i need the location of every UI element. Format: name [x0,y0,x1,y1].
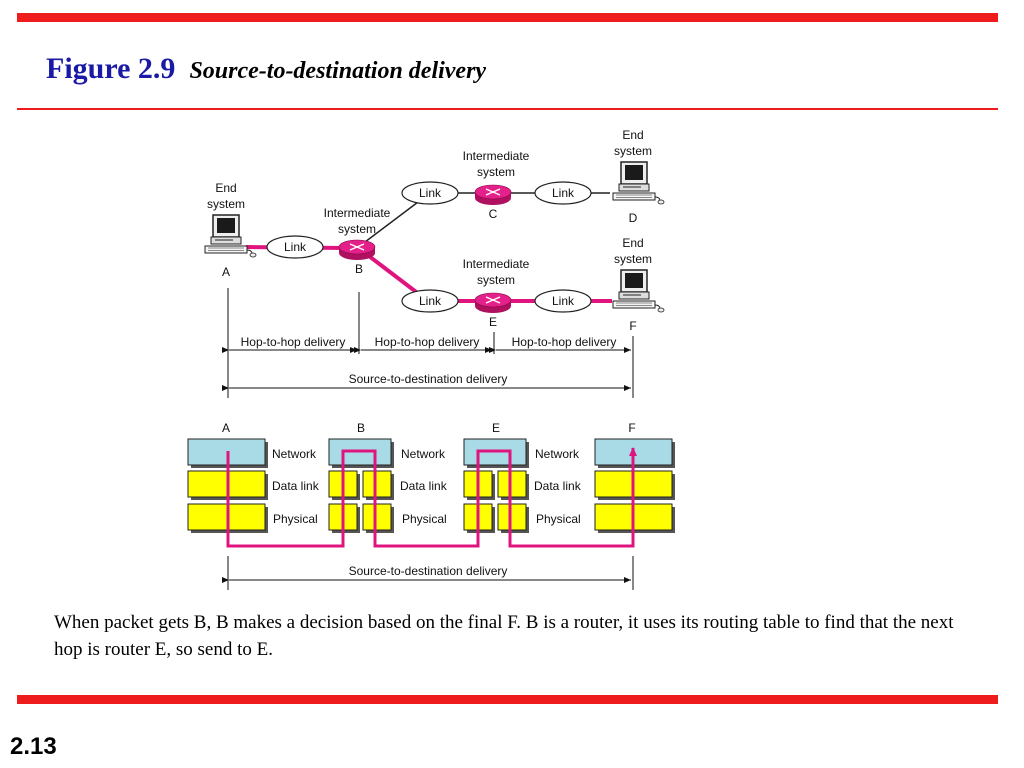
title-rule [17,108,998,110]
router-icon [474,184,512,206]
layer-label-datalink: Data link [534,479,582,493]
hop-label-1: Hop-to-hop delivery [241,335,346,349]
link-bc-label: Link [419,186,442,200]
node-e-role-line2: system [477,273,515,287]
layer-label-network: Network [535,447,580,461]
layer-label-network: Network [401,447,446,461]
layer-label-datalink: Data link [400,479,448,493]
figure-number: Figure 2.9 [46,52,176,85]
hop-label-2: Hop-to-hop delivery [375,335,480,349]
figure-subtitle: Source-to-destination delivery [189,58,487,84]
computer-icon [612,161,665,205]
packet-path [226,447,637,548]
node-b-role-line2: system [338,222,376,236]
node-d-role-line2: system [614,144,652,158]
link-be-label: Link [419,294,442,308]
node-b-letter: B [355,262,363,276]
stack-f [594,438,675,533]
node-d-role-line1: End [622,128,643,142]
link-cd-label: Link [552,186,575,200]
node-f-letter: F [629,319,636,333]
link-ef-label: Link [552,294,575,308]
node-e-letter: E [489,315,497,329]
link-ab: Link [266,235,324,259]
layer-label-datalink: Data link [272,479,320,493]
link-ab-label: Link [284,240,307,254]
node-a-role-line2: system [207,197,245,211]
bottom-red-bar [17,695,998,704]
stack-b-letter: B [357,421,365,435]
layer-label-network: Network [272,447,317,461]
link-be: Link [401,289,459,313]
hop-label-3: Hop-to-hop delivery [512,335,617,349]
stack-a-letter: A [222,421,230,435]
computer-icon [612,269,665,313]
node-c-letter: C [489,207,498,221]
node-b-role-line1: Intermediate [324,206,391,220]
s2d-label-bottom: Source-to-destination delivery [349,564,508,578]
stack-e-letter: E [492,421,500,435]
router-icon [338,239,376,261]
stack-e [463,438,529,533]
router-icon [474,292,512,314]
stack-f-letter: F [628,421,635,435]
node-a-role-line1: End [215,181,236,195]
link-bc: Link [401,181,459,205]
slide-title: Figure 2.9 Source-to-destination deliver… [46,52,486,86]
stack-b [328,438,394,533]
node-d-letter: D [629,211,638,225]
link-ef: Link [534,289,592,313]
node-f-role-line2: system [614,252,652,266]
layer-label-physical: Physical [536,512,581,526]
node-c-role-line1: Intermediate [463,149,530,163]
caption-text: When packet gets B, B makes a decision b… [54,612,954,660]
node-e-role-line1: Intermediate [463,257,530,271]
computer-icon [204,214,257,258]
top-red-bar [17,13,998,22]
layer-label-physical: Physical [402,512,447,526]
node-a-letter: A [222,265,230,279]
node-c-role-line2: system [477,165,515,179]
layer-label-physical: Physical [273,512,318,526]
s2d-label-top: Source-to-destination delivery [349,372,508,386]
node-f-role-line1: End [622,236,643,250]
link-cd: Link [534,181,592,205]
page-number: 2.13 [10,733,57,760]
